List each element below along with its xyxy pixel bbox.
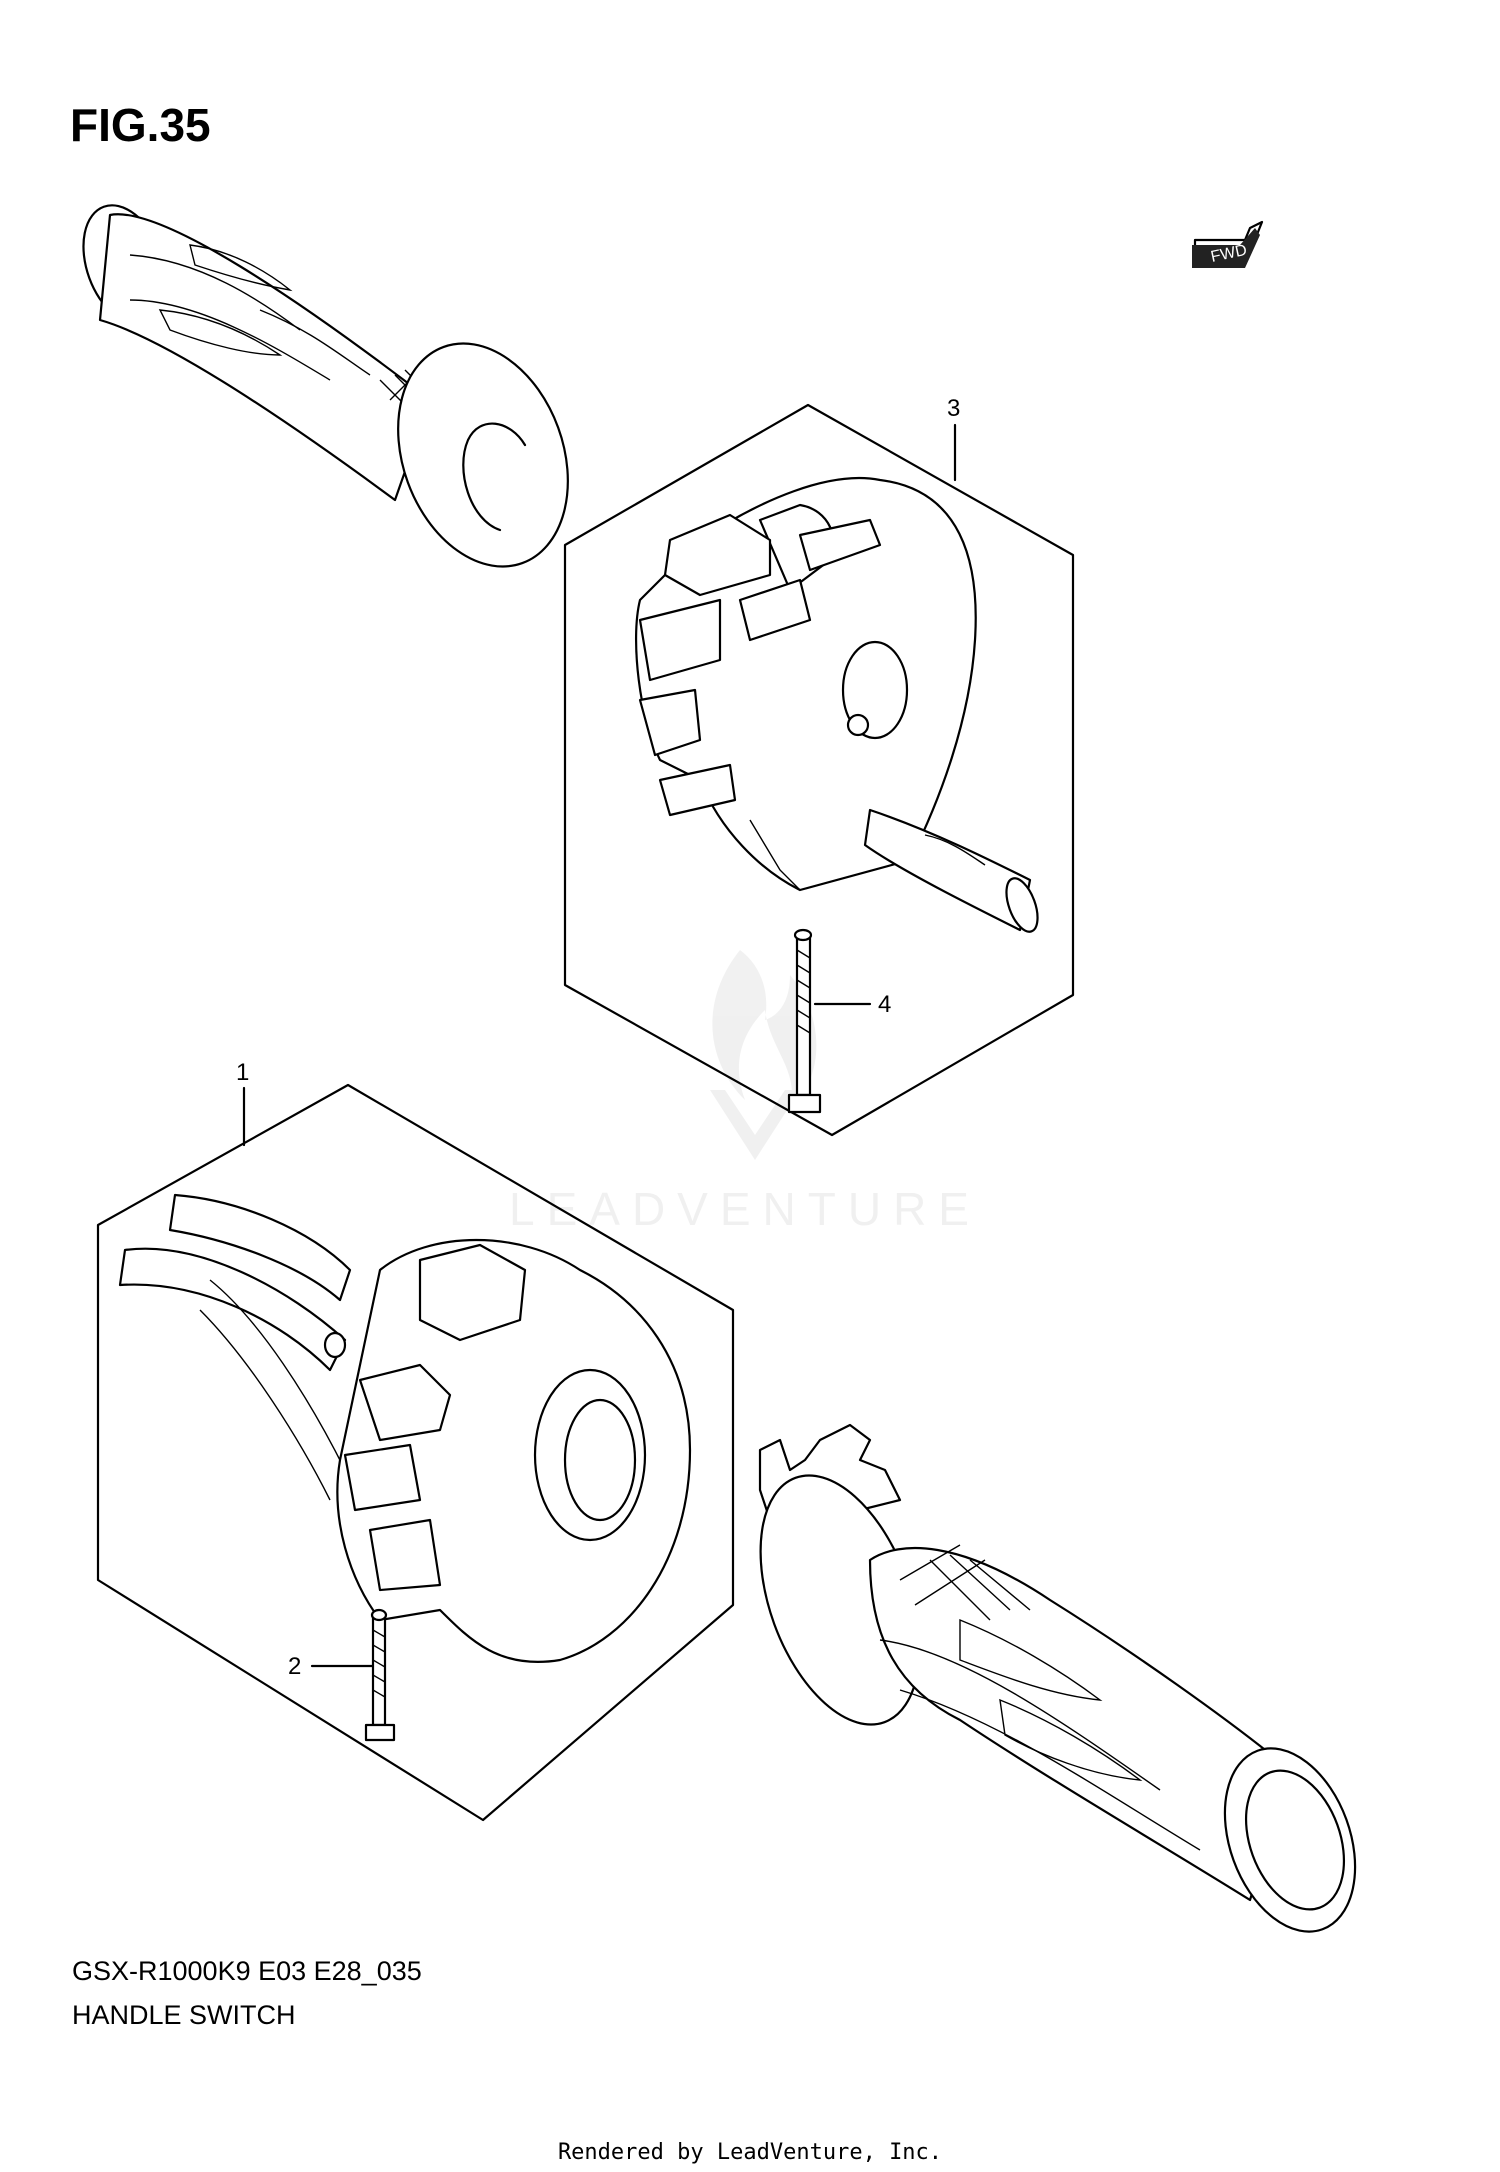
fwd-direction-badge: FWD (1192, 220, 1264, 268)
callout-3: 3 (947, 395, 960, 482)
section-title: HANDLE SWITCH (72, 2000, 296, 2030)
callout-2: 2 (288, 1653, 374, 1680)
callout-label-2: 2 (288, 1653, 301, 1680)
callout-4: 4 (813, 991, 891, 1018)
callout-label-3: 3 (947, 395, 960, 422)
right-handle-switch-group (563, 403, 1075, 1137)
left-handlebar-grip (82, 204, 569, 568)
left-handle-switch-group (96, 1083, 735, 1822)
callout-label-1: 1 (236, 1059, 249, 1086)
callout-1: 1 (236, 1059, 249, 1147)
watermark-text: LEADVENTURE (509, 1183, 981, 1235)
render-credit: Rendered by LeadVenture, Inc. (557, 2140, 943, 2165)
right-throttle-grip (758, 1423, 1357, 1933)
leadventure-watermark: LEADVENTURE (509, 950, 981, 1235)
model-code: GSX-R1000K9 E03 E28_035 (72, 1956, 422, 1986)
figure-title: FIG.35 (70, 99, 211, 151)
callout-label-4: 4 (878, 991, 891, 1018)
